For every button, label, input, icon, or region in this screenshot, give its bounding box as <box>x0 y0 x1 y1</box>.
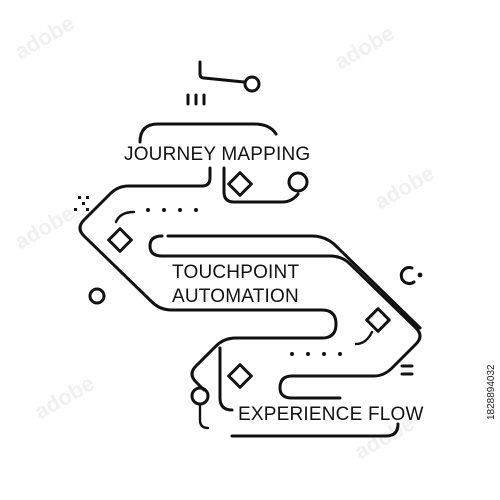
outer-journey-path <box>78 166 338 392</box>
double-bars-icon <box>400 364 414 376</box>
journey-arc <box>138 122 278 144</box>
pixel-cluster-icon <box>74 196 89 211</box>
circle-node-icon <box>88 287 106 305</box>
middle-band-outer <box>166 234 422 330</box>
crescent-icon <box>399 266 423 286</box>
svg-text:adobe: adobe <box>10 10 79 64</box>
lower-hook <box>198 402 210 430</box>
inner-left-curve <box>114 210 136 224</box>
triple-bars-icon <box>186 93 206 106</box>
top-hook-icon <box>198 60 261 93</box>
middle-band-top <box>148 234 422 400</box>
experience-underline <box>230 422 400 438</box>
experience-flow-label: EXPERIENCE FLOW <box>238 404 424 425</box>
circle-node-icon <box>287 171 309 193</box>
touchpoint-label-line1: TOUCHPOINT <box>172 262 299 283</box>
svg-text:adobe: adobe <box>10 200 79 254</box>
diamond-node-icon <box>227 363 253 389</box>
svg-text:adobe: adobe <box>330 20 399 74</box>
stock-id-label: 1828894032 <box>486 364 497 420</box>
journey-mapping-label: JOURNEY MAPPING <box>124 144 310 165</box>
svg-text:adobe: adobe <box>30 370 99 424</box>
diamond-node-icon <box>227 171 253 197</box>
right-connector <box>354 330 374 346</box>
inner-journey-path <box>222 166 300 204</box>
diamond-node-icon <box>107 227 133 253</box>
dot-trail-icon <box>146 208 198 212</box>
lower-curve <box>218 346 234 412</box>
dot-trail-icon <box>290 352 342 356</box>
touchpoint-label-line2: AUTOMATION <box>172 286 299 307</box>
diamond-node-icon <box>365 307 391 333</box>
circle-node-icon <box>190 386 210 406</box>
svg-text:adobe: adobe <box>370 160 439 214</box>
